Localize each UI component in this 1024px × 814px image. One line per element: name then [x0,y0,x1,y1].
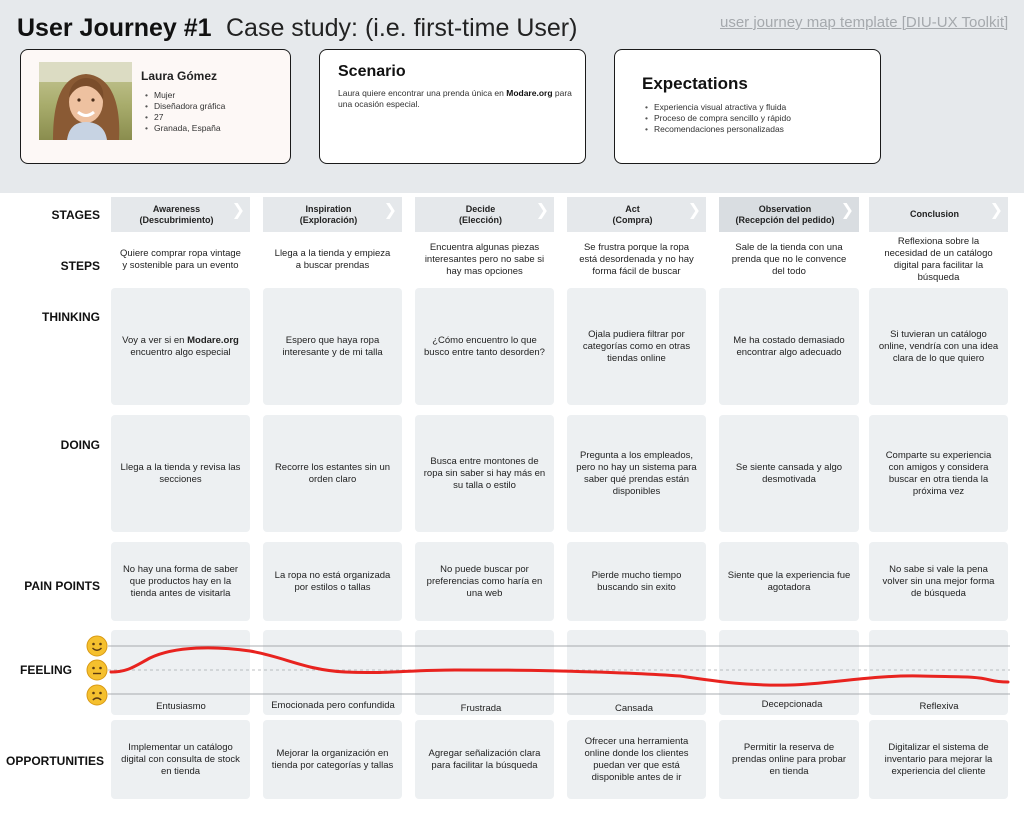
step-cell: Reflexiona sobre la necesidad de un catá… [884,236,993,283]
header-band: User Journey #1 Case study: (i.e. first-… [0,0,1024,193]
row-label-pain-points: PAIN POINTS [24,579,100,593]
template-link[interactable]: user journey map template [DIU-UX Toolki… [720,14,1009,31]
chevron-right-icon: ❯ [840,202,854,219]
step-cell: Llega a la tienda y empieza a buscar pre… [274,248,391,271]
step-cell: Se frustra porque la ropa está desordena… [579,242,694,277]
page-subtitle: Case study: (i.e. first-time User) [226,14,578,42]
feeling-label: Reflexiva [919,701,959,712]
stage-subtitle: (Elección) [458,214,502,225]
pain-point-cell: No puede buscar por preferencias como ha… [415,542,554,621]
persona-occupation: Diseñadora gráfica [145,101,225,112]
scenario-text: Laura quiere encontrar una prenda única … [338,88,572,109]
doing-cell: Llega a la tienda y revisa las secciones [111,415,250,532]
feeling-label: Emocionada pero confundida [271,700,395,711]
persona-location: Granada, España [145,123,225,134]
chevron-right-icon: ❯ [989,202,1003,219]
thinking-cell: Me ha costado demasiado encontrar algo a… [719,288,859,405]
thinking-cell: ¿Cómo encuentro lo que busco entre tanto… [415,288,554,405]
stage-conclusion[interactable]: Conclusion ❯ [869,197,1008,232]
expectations-title: Expectations [642,74,748,93]
stage-name: Observation [758,203,812,214]
feeling-label: Cansada [614,703,654,714]
expectation-item: Recomendaciones personalizadas [645,124,791,135]
expectation-item: Experiencia visual atractiva y fluida [645,102,791,113]
chevron-right-icon: ❯ [383,202,397,219]
page-title: User Journey #1 [17,14,212,42]
persona-gender: Mujer [145,90,225,101]
row-label-opportunities: OPPORTUNITIES [5,754,104,768]
doing-cell: Se siente cansada y algo desmotivada [719,415,859,532]
thinking-cell: Ojala pudiera filtrar por categorías com… [567,288,706,405]
stage-name: Awareness [152,203,201,214]
step-cell: Sale de la tienda con una prenda que no … [731,242,847,277]
stage-inspiration[interactable]: Inspiration (Exploración) ❯ [263,197,402,232]
feeling-label: Frustrada [460,703,502,714]
expectations-list: Experiencia visual atractiva y fluida Pr… [645,102,791,135]
sad-emoji-icon [86,684,108,706]
feeling-label: Entusiasmo [156,701,206,712]
chevron-right-icon: ❯ [687,202,701,219]
stage-act[interactable]: Act (Compra) ❯ [567,197,706,232]
persona-photo [39,62,132,140]
feeling-label: Decepcionada [761,699,823,710]
row-label-feeling: FEELING [19,663,72,677]
stage-subtitle: (Compra) [612,214,653,225]
stage-name: Inspiration [305,203,352,214]
pain-point-cell: La ropa no está organizada por estilos o… [263,542,402,621]
scenario-brand: Modare.org [506,88,553,98]
thinking-cell: Espero que haya ropa interesante y de mi… [263,288,402,405]
expectations-card: Expectations Experiencia visual atractiv… [614,49,881,164]
row-label-thinking: THINKING [42,310,100,324]
opportunity-cell: Implementar un catálogo digital con cons… [111,720,250,799]
opportunity-cell: Agregar señalización clara para facilita… [415,720,554,799]
thinking-brand: Modare.org [187,334,239,346]
expectation-item: Proceso de compra sencillo y rápido [645,113,791,124]
feeling-curve [109,646,1010,687]
chevron-right-icon: ❯ [535,202,549,219]
scenario-card: Scenario Laura quiere encontrar una pren… [319,49,586,164]
feeling-chart [108,630,1010,715]
opportunity-cell: Ofrecer una herramienta online donde los… [567,720,706,799]
stage-decide[interactable]: Decide (Elección) ❯ [415,197,554,232]
stage-name: Decide [465,203,496,214]
pain-point-cell: No hay una forma de saber que productos … [111,542,250,621]
pain-point-cell: Siente que la experiencia fue agotadora [719,542,859,621]
step-cell: Encuentra algunas piezas interesantes pe… [424,242,545,277]
pain-point-cell: No sabe si vale la pena volver sin una m… [869,542,1008,621]
thinking-cell: Voy a ver si en Modare.org encuentro alg… [111,288,250,405]
pain-point-cell: Pierde mucho tiempo buscando sin exito [567,542,706,621]
doing-cell: Busca entre montones de ropa sin saber s… [415,415,554,532]
stage-name: Conclusion [910,209,959,219]
opportunity-cell: Digitalizar el sistema de inventario par… [869,720,1008,799]
persona-age: 27 [145,112,225,123]
row-label-stages: STAGES [51,208,100,222]
opportunity-cell: Mejorar la organización en tienda por ca… [263,720,402,799]
smile-emoji-icon [86,635,108,657]
doing-cell: Comparte su experiencia con amigos y con… [869,415,1008,532]
stage-subtitle: (Descubrimiento) [139,214,214,225]
stage-subtitle: (Exploración) [299,214,358,225]
chevron-right-icon: ❯ [231,202,245,219]
stage-awareness[interactable]: Awareness (Descubrimiento) ❯ [111,197,250,232]
thinking-cell: Si tuvieran un catálogo online, vendría … [869,288,1008,405]
row-label-doing: DOING [60,438,100,452]
persona-card: Laura Gómez Mujer Diseñadora gráfica 27 … [20,49,291,164]
persona-name: Laura Gómez [141,69,218,83]
row-label-steps: STEPS [60,259,100,273]
neutral-emoji-icon [86,659,108,681]
opportunity-cell: Permitir la reserva de prendas online pa… [719,720,859,799]
persona-details: Mujer Diseñadora gráfica 27 Granada, Esp… [145,90,225,134]
stage-name: Act [625,203,640,214]
scenario-title: Scenario [338,63,406,80]
stage-subtitle: (Recepción del pedido) [735,214,835,225]
stage-observation[interactable]: Observation (Recepción del pedido) ❯ [719,197,859,232]
doing-cell: Recorre los estantes sin un orden claro [263,415,402,532]
step-cell: Quiere comprar ropa vintage y sostenible… [120,248,241,271]
doing-cell: Pregunta a los empleados, pero no hay un… [567,415,706,532]
